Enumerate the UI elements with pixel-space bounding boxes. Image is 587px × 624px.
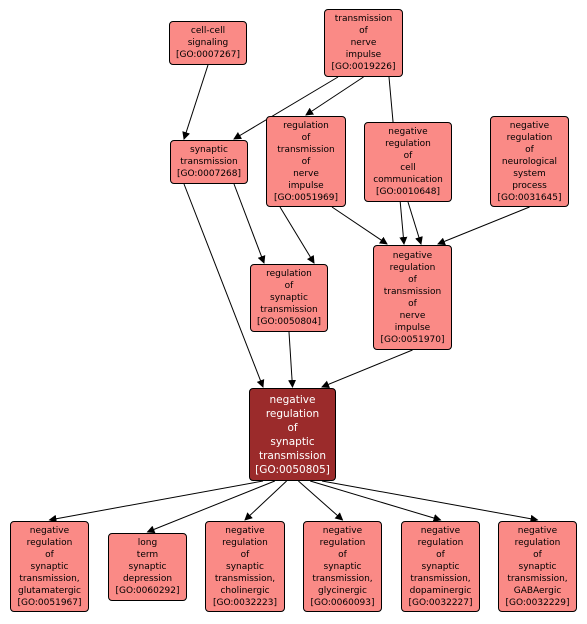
node-negative-regulation-cholinergic[interactable]: negative regulation of synaptic transmis…	[205, 521, 285, 612]
edge-negative_regulation_of_synaptic_transmission-to-dopaminergic	[310, 480, 442, 522]
edge-regulation_of_transmission_of_nerve_impulse-to-regulation_of_synaptic_transmission	[279, 206, 315, 264]
node-regulation-of-transmission-of-nerve-impulse[interactable]: regulation of transmission of nerve impu…	[266, 116, 346, 207]
edge-regulation_of_transmission_of_nerve_impulse-to-negative_regulation_of_transmission_of_nerve_impulse	[331, 206, 388, 245]
node-synaptic-transmission[interactable]: synaptic transmission [GO:0007268]	[170, 140, 248, 184]
node-long-term-synaptic-depression[interactable]: long term synaptic depression [GO:006029…	[108, 533, 187, 601]
edge-synaptic_transmission-to-negative_regulation_of_synaptic_transmission	[183, 183, 265, 388]
edge-negative_regulation_of_synaptic_transmission-to-glycinergic	[298, 480, 344, 521]
node-regulation-of-synaptic-transmission[interactable]: regulation of synaptic transmission [GO:…	[250, 264, 328, 332]
node-cell-cell-signaling[interactable]: cell-cell signaling [GO:0007267]	[169, 21, 247, 65]
edge-negative_regulation_of_synaptic_transmission-to-long_term_synaptic_depression	[146, 480, 275, 534]
edge-transmission_of_nerve_impulse-to-regulation_of_transmission_of_nerve_impulse	[305, 76, 364, 116]
edge-cell_cell_signaling-to-synaptic_transmission	[182, 64, 209, 140]
edge-negative_regulation_of_neurological_system_process-to-negative_regulation_of_transmission_of_nerve_impulse	[437, 206, 530, 246]
node-negative-regulation-of-neurological-system-process[interactable]: negative regulation of neurological syst…	[490, 116, 569, 207]
node-negative-regulation-glycinergic[interactable]: negative regulation of synaptic transmis…	[303, 521, 382, 612]
node-negative-regulation-of-transmission-of-nerve-impulse[interactable]: negative regulation of transmission of n…	[373, 245, 452, 350]
edge-negative_regulation_of_synaptic_transmission-to-glutamatergic	[48, 480, 264, 523]
node-negative-regulation-of-cell-communication[interactable]: negative regulation of cell communicatio…	[364, 122, 452, 202]
node-negative-regulation-dopaminergic[interactable]: negative regulation of synaptic transmis…	[401, 521, 480, 612]
node-negative-regulation-gabaergic[interactable]: negative regulation of synaptic transmis…	[498, 521, 577, 612]
edge-transmission_of_nerve_impulse-to-synaptic_transmission	[233, 76, 339, 140]
node-negative-regulation-of-synaptic-transmission[interactable]: negative regulation of synaptic transmis…	[249, 388, 336, 481]
edge-negative_regulation_of_synaptic_transmission-to-cholinergic	[244, 480, 287, 521]
edge-negative_regulation_of_transmission_of_nerve_impulse-to-negative_regulation_of_synaptic_transmission	[321, 349, 413, 389]
edge-synaptic_transmission-to-regulation_of_synaptic_transmission	[233, 183, 266, 264]
edge-negative_regulation_of_cell_communication-to-negative_regulation_of_transmission_of_nerve_impulse	[407, 201, 423, 245]
edge-negative_regulation_of_synaptic_transmission-to-gabaergic	[321, 480, 539, 523]
edge-regulation_of_synaptic_transmission-to-negative_regulation_of_synaptic_transmission	[288, 331, 297, 388]
node-transmission-of-nerve-impulse[interactable]: transmission of nerve impulse [GO:001922…	[324, 9, 403, 77]
node-negative-regulation-glutamatergic[interactable]: negative regulation of synaptic transmis…	[10, 521, 89, 612]
